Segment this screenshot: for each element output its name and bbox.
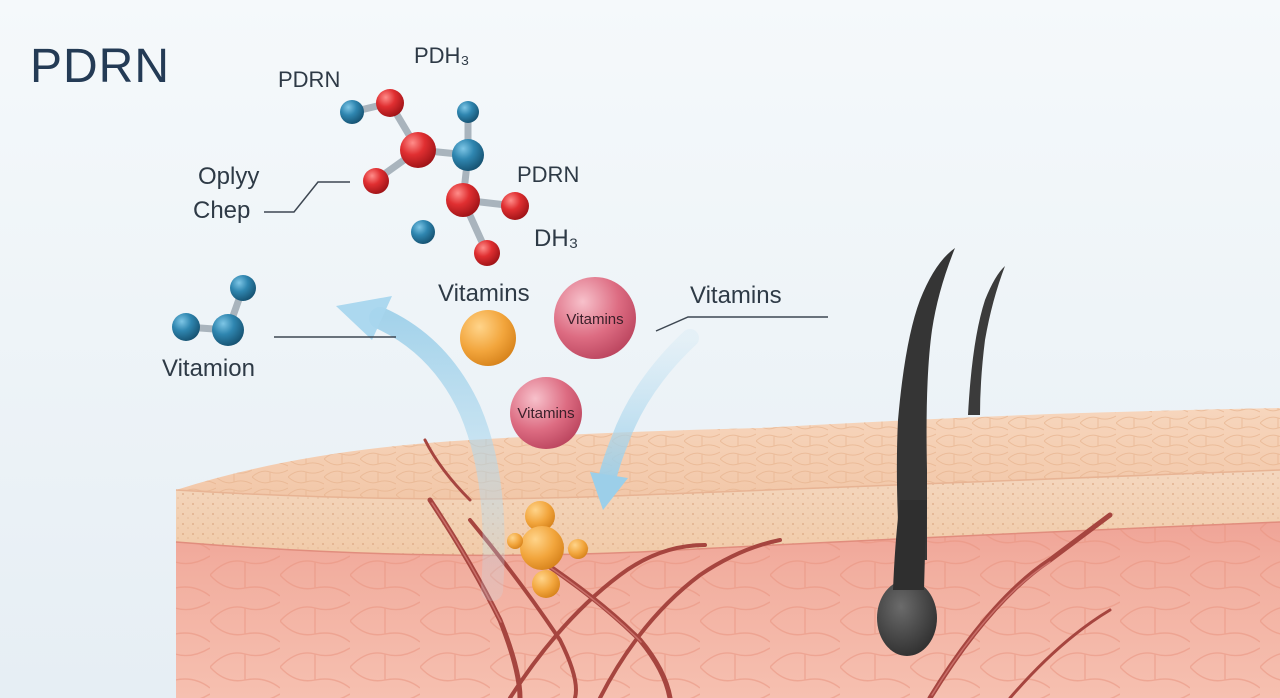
atom-blue xyxy=(411,220,435,244)
hair-bulb xyxy=(877,580,937,656)
skin-edge-line xyxy=(175,469,1280,500)
cluster-ball xyxy=(568,539,588,559)
atom-blue xyxy=(212,314,244,346)
hair-icon xyxy=(877,248,1005,656)
callout-leader-line xyxy=(264,181,350,213)
atom-red xyxy=(376,89,404,117)
callout-line1: Oplyy xyxy=(198,163,259,190)
skin-surface-cells xyxy=(176,408,1280,499)
vitamin-cluster-in-skin xyxy=(507,501,588,598)
vitamin-molecule-icon xyxy=(172,275,256,346)
label-vitamins-right: Vitamins xyxy=(690,282,782,309)
label-vitamion: Vitamion xyxy=(162,355,255,382)
vitamin-sphere-small-label: Vitamins xyxy=(517,405,574,422)
page-title: PDRN xyxy=(30,40,170,93)
vitamin-sphere-large xyxy=(554,277,636,359)
atom-blue xyxy=(457,101,479,123)
atom-red xyxy=(446,183,480,217)
atom-red xyxy=(363,168,389,194)
atom-blue xyxy=(452,139,484,171)
vitamin-sphere-small xyxy=(510,377,582,449)
skin-cross-section xyxy=(175,408,1280,698)
vitamin-sphere-orange xyxy=(460,310,516,366)
molecule-icon xyxy=(340,89,529,266)
hair-strand-main xyxy=(896,248,955,560)
arrow-down-right-icon xyxy=(590,329,699,510)
label-vitamins-center: Vitamins xyxy=(438,280,530,307)
cluster-ball xyxy=(520,526,564,570)
hair-root xyxy=(893,500,927,590)
atom-blue xyxy=(340,100,364,124)
label-pdh3: PDH₃ xyxy=(414,43,469,68)
vitamin-sphere-large-label: Vitamins xyxy=(566,311,623,328)
label-dh3: DH₃ xyxy=(534,225,578,252)
cluster-ball xyxy=(507,533,523,549)
atom-red xyxy=(400,132,436,168)
cluster-ball xyxy=(532,570,560,598)
atom-red xyxy=(474,240,500,266)
atom-blue xyxy=(230,275,256,301)
callout-line2: Chep xyxy=(193,197,250,224)
label-pdrn-right: PDRN xyxy=(517,162,579,187)
atom-red xyxy=(501,192,529,220)
cluster-ball xyxy=(525,501,555,531)
atom-blue xyxy=(172,313,200,341)
label-pdrn-top-left: PDRN xyxy=(278,67,340,92)
hair-strand-back xyxy=(968,266,1005,415)
arrow-up-left-icon xyxy=(336,296,505,601)
dermis-cells xyxy=(176,520,1280,698)
blood-vessels-highlight xyxy=(431,502,1051,696)
vitamins-right-leader-line xyxy=(655,316,828,332)
